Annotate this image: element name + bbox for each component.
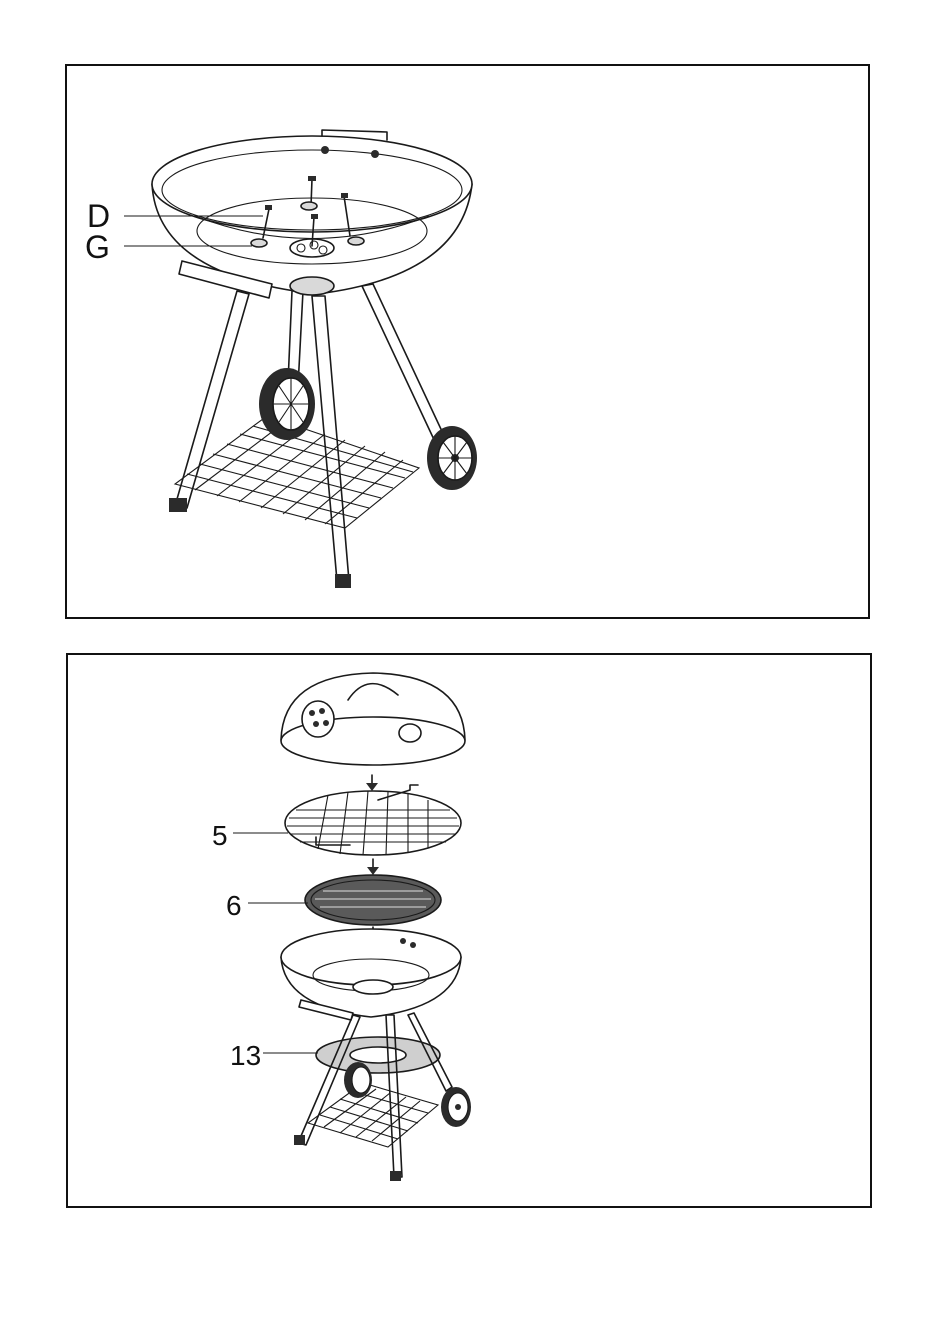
leg-foot (390, 1171, 401, 1181)
step-panel-1: D G (65, 64, 870, 619)
grill-exploded-diagram: 5 6 13 (68, 655, 874, 1210)
wheel-right (427, 426, 477, 490)
cooking-grate (285, 785, 461, 855)
callout-label-6: 6 (226, 890, 242, 921)
bowl-bottom-collar (290, 277, 334, 295)
leg-foot (169, 498, 187, 512)
grill-lid (281, 673, 465, 765)
grill-bowl-assembly-diagram: D G (67, 66, 872, 621)
charcoal-grate (305, 875, 441, 925)
callout-label-13: 13 (230, 1040, 261, 1071)
callout-label-5: 5 (212, 820, 228, 851)
leg-foot (294, 1135, 305, 1145)
arrow-down-icon (367, 859, 379, 875)
arrow-down-icon (366, 775, 378, 791)
wheel-left (259, 368, 315, 440)
callout-label-g: G (85, 229, 110, 265)
grill-legs (169, 284, 447, 588)
grill-bowl (281, 929, 461, 1020)
wheel-left (344, 1062, 372, 1098)
wheel-right (441, 1087, 471, 1127)
leg-foot (335, 574, 351, 588)
step-panel-2: 5 6 13 (66, 653, 872, 1208)
